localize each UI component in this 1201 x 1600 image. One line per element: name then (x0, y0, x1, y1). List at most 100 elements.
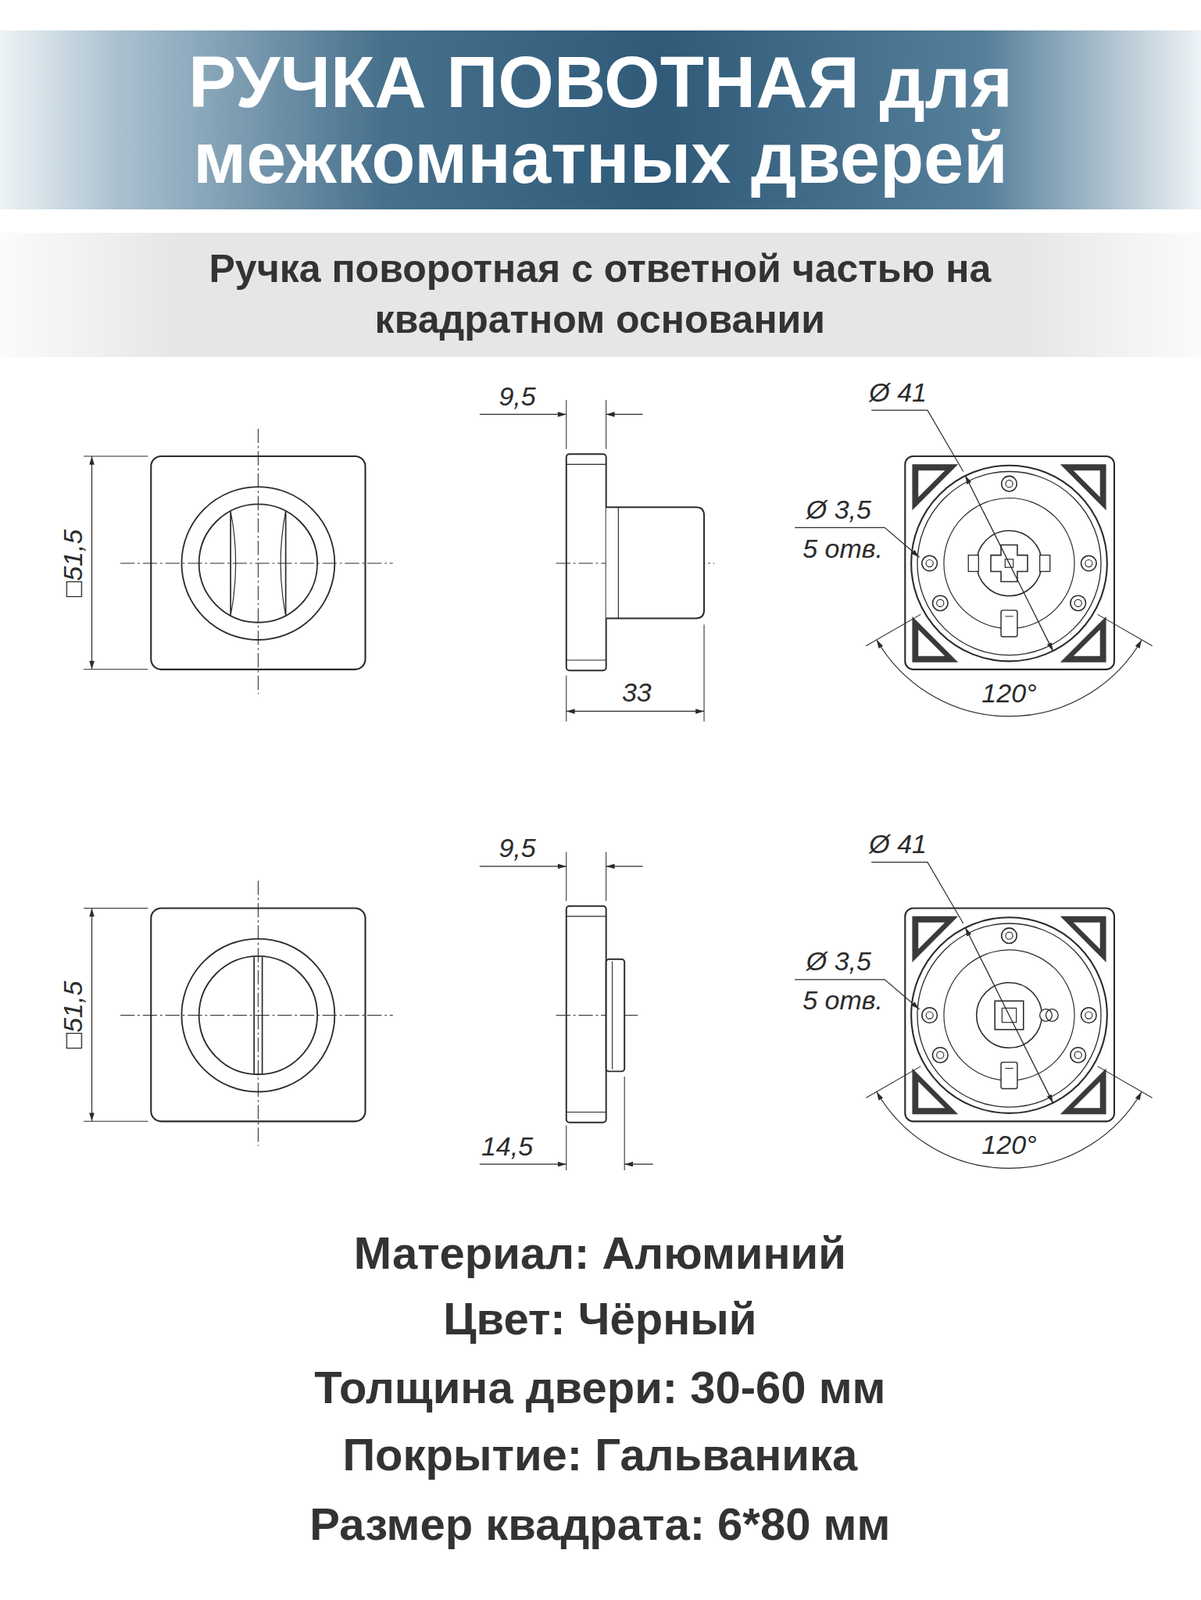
center-line (120, 1015, 394, 1016)
spec-line: Материал: Алюминий (353, 1226, 847, 1280)
spec-line: Цвет: Чёрный (443, 1293, 757, 1346)
screw-hole-inner (1085, 1011, 1093, 1019)
screw-hole-inner (1085, 559, 1093, 567)
screw-hole-inner (1074, 599, 1082, 607)
spec-line: Размер квадрата: 6*80 мм (309, 1498, 891, 1552)
title-holder: РУЧКА ПОВОТНАЯ для межкомнатных дверей (0, 30, 1201, 210)
diameter-line (965, 927, 1053, 1104)
center-line (257, 428, 259, 695)
screw-hole (922, 555, 938, 572)
extension-line (565, 852, 567, 902)
extension-line (83, 455, 148, 457)
dimension-line (479, 865, 567, 867)
knob-fillet (618, 507, 619, 619)
back-view (794, 862, 1152, 1169)
screw-hole-inner (925, 559, 933, 567)
front-view (83, 428, 394, 695)
dimension-label: 9,5 (498, 833, 536, 865)
angle-arc (876, 1091, 1142, 1169)
center-line (257, 880, 259, 1147)
dimension-label: Ø 3,5 (806, 947, 872, 978)
dimension-line (479, 414, 567, 415)
base-plate (566, 453, 607, 671)
dimension-line (91, 456, 93, 670)
rosette-square (904, 907, 1115, 1122)
base-plate (566, 906, 607, 1123)
screw-hole (1070, 595, 1087, 612)
extension-line (565, 1125, 567, 1171)
page-title: РУЧКА ПОВОТНАЯ для межкомнатных дверей (85, 44, 1117, 196)
center-line (556, 1015, 638, 1016)
dimension-label: 120° (981, 1130, 1037, 1162)
screw-hole (932, 1047, 948, 1064)
note-label: 5 отв. (802, 533, 883, 565)
dimension-line (624, 1164, 654, 1166)
plate-chamfer (566, 1111, 607, 1113)
latch-tab (1000, 1062, 1018, 1090)
extension-line (83, 907, 148, 909)
leader-line (871, 410, 964, 472)
screw-hole-inner (1074, 1051, 1082, 1059)
dimension-label: Ø 41 (868, 829, 927, 861)
subtitle: Ручка поворотная с ответной частью на кв… (170, 243, 1030, 346)
screw-hole (1081, 1007, 1098, 1024)
side-view (479, 400, 715, 722)
screw-hole-inner (936, 599, 944, 607)
base-rim (917, 923, 1101, 1108)
extension-line (605, 400, 607, 450)
front-view (83, 880, 394, 1147)
angle-extension-line (1097, 1066, 1153, 1098)
screw-hole (922, 1007, 938, 1024)
base-disc (911, 465, 1108, 662)
spindle-lug (1040, 555, 1051, 572)
dimension-label: Ø 41 (868, 377, 927, 408)
base-rim (917, 471, 1101, 656)
dimension-line (606, 865, 644, 867)
disc-edge (611, 961, 613, 1069)
dimension-label: □51,5 (57, 529, 89, 597)
extension-line (565, 675, 567, 723)
thumb-turn-edge (229, 511, 232, 615)
extension-line (605, 852, 607, 902)
angle-extension-line (865, 614, 921, 646)
extension-line (83, 1121, 148, 1123)
screw-hole-inner (925, 1011, 933, 1019)
leader-line (871, 862, 964, 924)
diameter-line (965, 475, 1053, 652)
screw-hole-inner (1005, 932, 1013, 940)
latch-tab (1000, 610, 1018, 637)
plate-chamfer (566, 660, 607, 662)
angle-extension-line (1097, 614, 1153, 646)
extension-line (624, 1076, 626, 1171)
indicator-slot (253, 957, 255, 1074)
back-view (794, 410, 1152, 717)
dimension-label: 120° (981, 678, 1037, 709)
plate-chamfer (566, 464, 607, 465)
dimension-line (91, 907, 93, 1122)
screw-hole (932, 595, 948, 612)
base-disc (911, 917, 1108, 1114)
spec-line: Покрытие: Гальваника (342, 1429, 858, 1482)
dimension-label: 33 (621, 677, 652, 708)
plate-chamfer (566, 915, 607, 917)
dimension-line (606, 414, 644, 415)
screw-hole (1001, 475, 1018, 492)
dimension-label: 9,5 (498, 381, 536, 412)
angle-arc (876, 639, 1142, 717)
screw-hole (1081, 555, 1098, 572)
spec-line: Толщина двери: 30-60 мм (314, 1361, 886, 1415)
spring-coil (1046, 1009, 1059, 1023)
angle-extension-line (865, 1066, 921, 1098)
latch-tab-line (1004, 1068, 1013, 1069)
side-view (479, 852, 654, 1171)
screw-hole (1001, 928, 1018, 944)
dimension-label: 14,5 (481, 1131, 533, 1162)
dimension-line (566, 711, 705, 712)
screw-hole-inner (1005, 480, 1013, 488)
latch-tab-line (1004, 615, 1013, 617)
extension-line (704, 624, 705, 722)
dimension-label: □51,5 (57, 981, 89, 1050)
spindle-lug (968, 555, 979, 572)
